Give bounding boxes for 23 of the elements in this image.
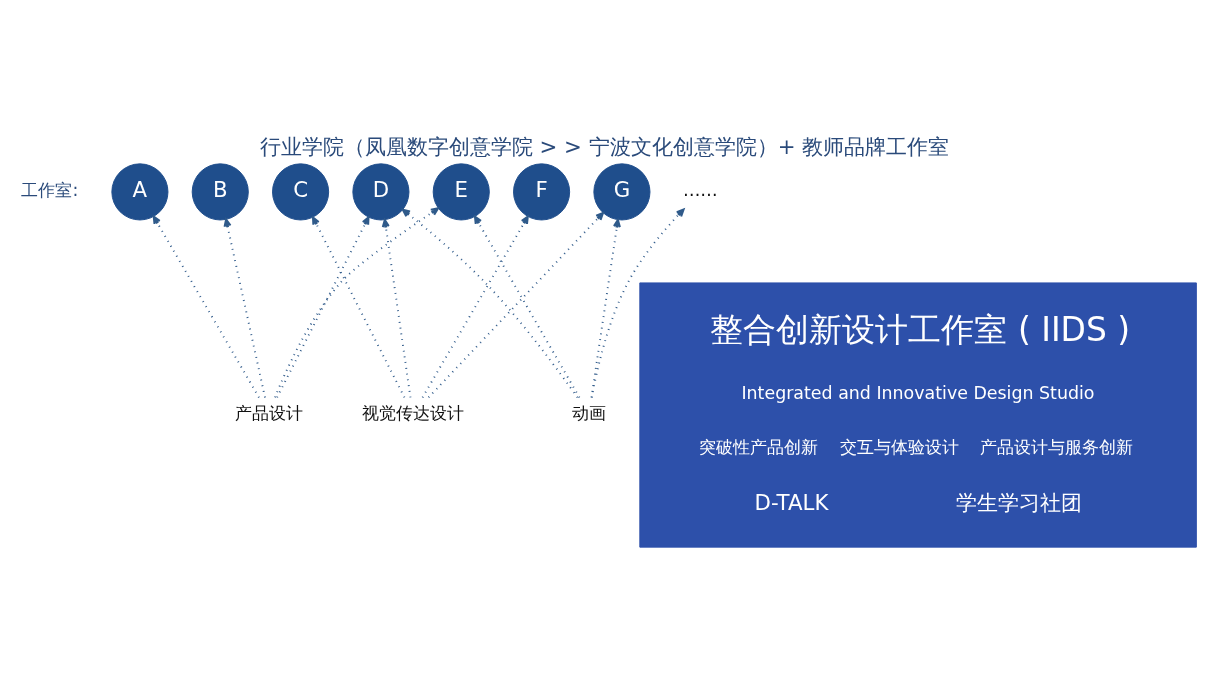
node-circle: E — [432, 163, 490, 221]
node-circle: C — [272, 163, 330, 221]
label: 工作室: — [21, 180, 79, 201]
arrow — [401, 208, 579, 399]
node-text: 产品设计 — [234, 403, 303, 424]
node-text: 视觉传达设计 — [361, 403, 464, 424]
arrow — [311, 216, 406, 399]
diagram-title: 行业学院（凤凰数字创意学院 > > 宁波文化创意学院）+ 教师品牌工作室 — [259, 133, 950, 159]
arrow — [276, 216, 370, 399]
arrow — [223, 218, 266, 399]
arrow — [421, 215, 529, 399]
node-text: 动画 — [572, 403, 607, 424]
arrow — [473, 215, 581, 399]
node-text: …… — [682, 180, 718, 201]
node-circle: B — [191, 163, 249, 221]
node-circle: F — [513, 163, 571, 221]
arrow — [381, 218, 412, 399]
node-box: 整合创新设计工作室 ( IIDS ) Integrated and Innovative Design Studio 突破性产品创新 交互与体验设计 产品设计与服务创新 D-TALK 学生学习社团 — [639, 282, 1197, 548]
arrow — [590, 208, 685, 399]
node-circle: A — [111, 163, 169, 221]
arrow — [274, 207, 440, 399]
arrow — [427, 211, 605, 399]
arrow — [152, 215, 260, 399]
